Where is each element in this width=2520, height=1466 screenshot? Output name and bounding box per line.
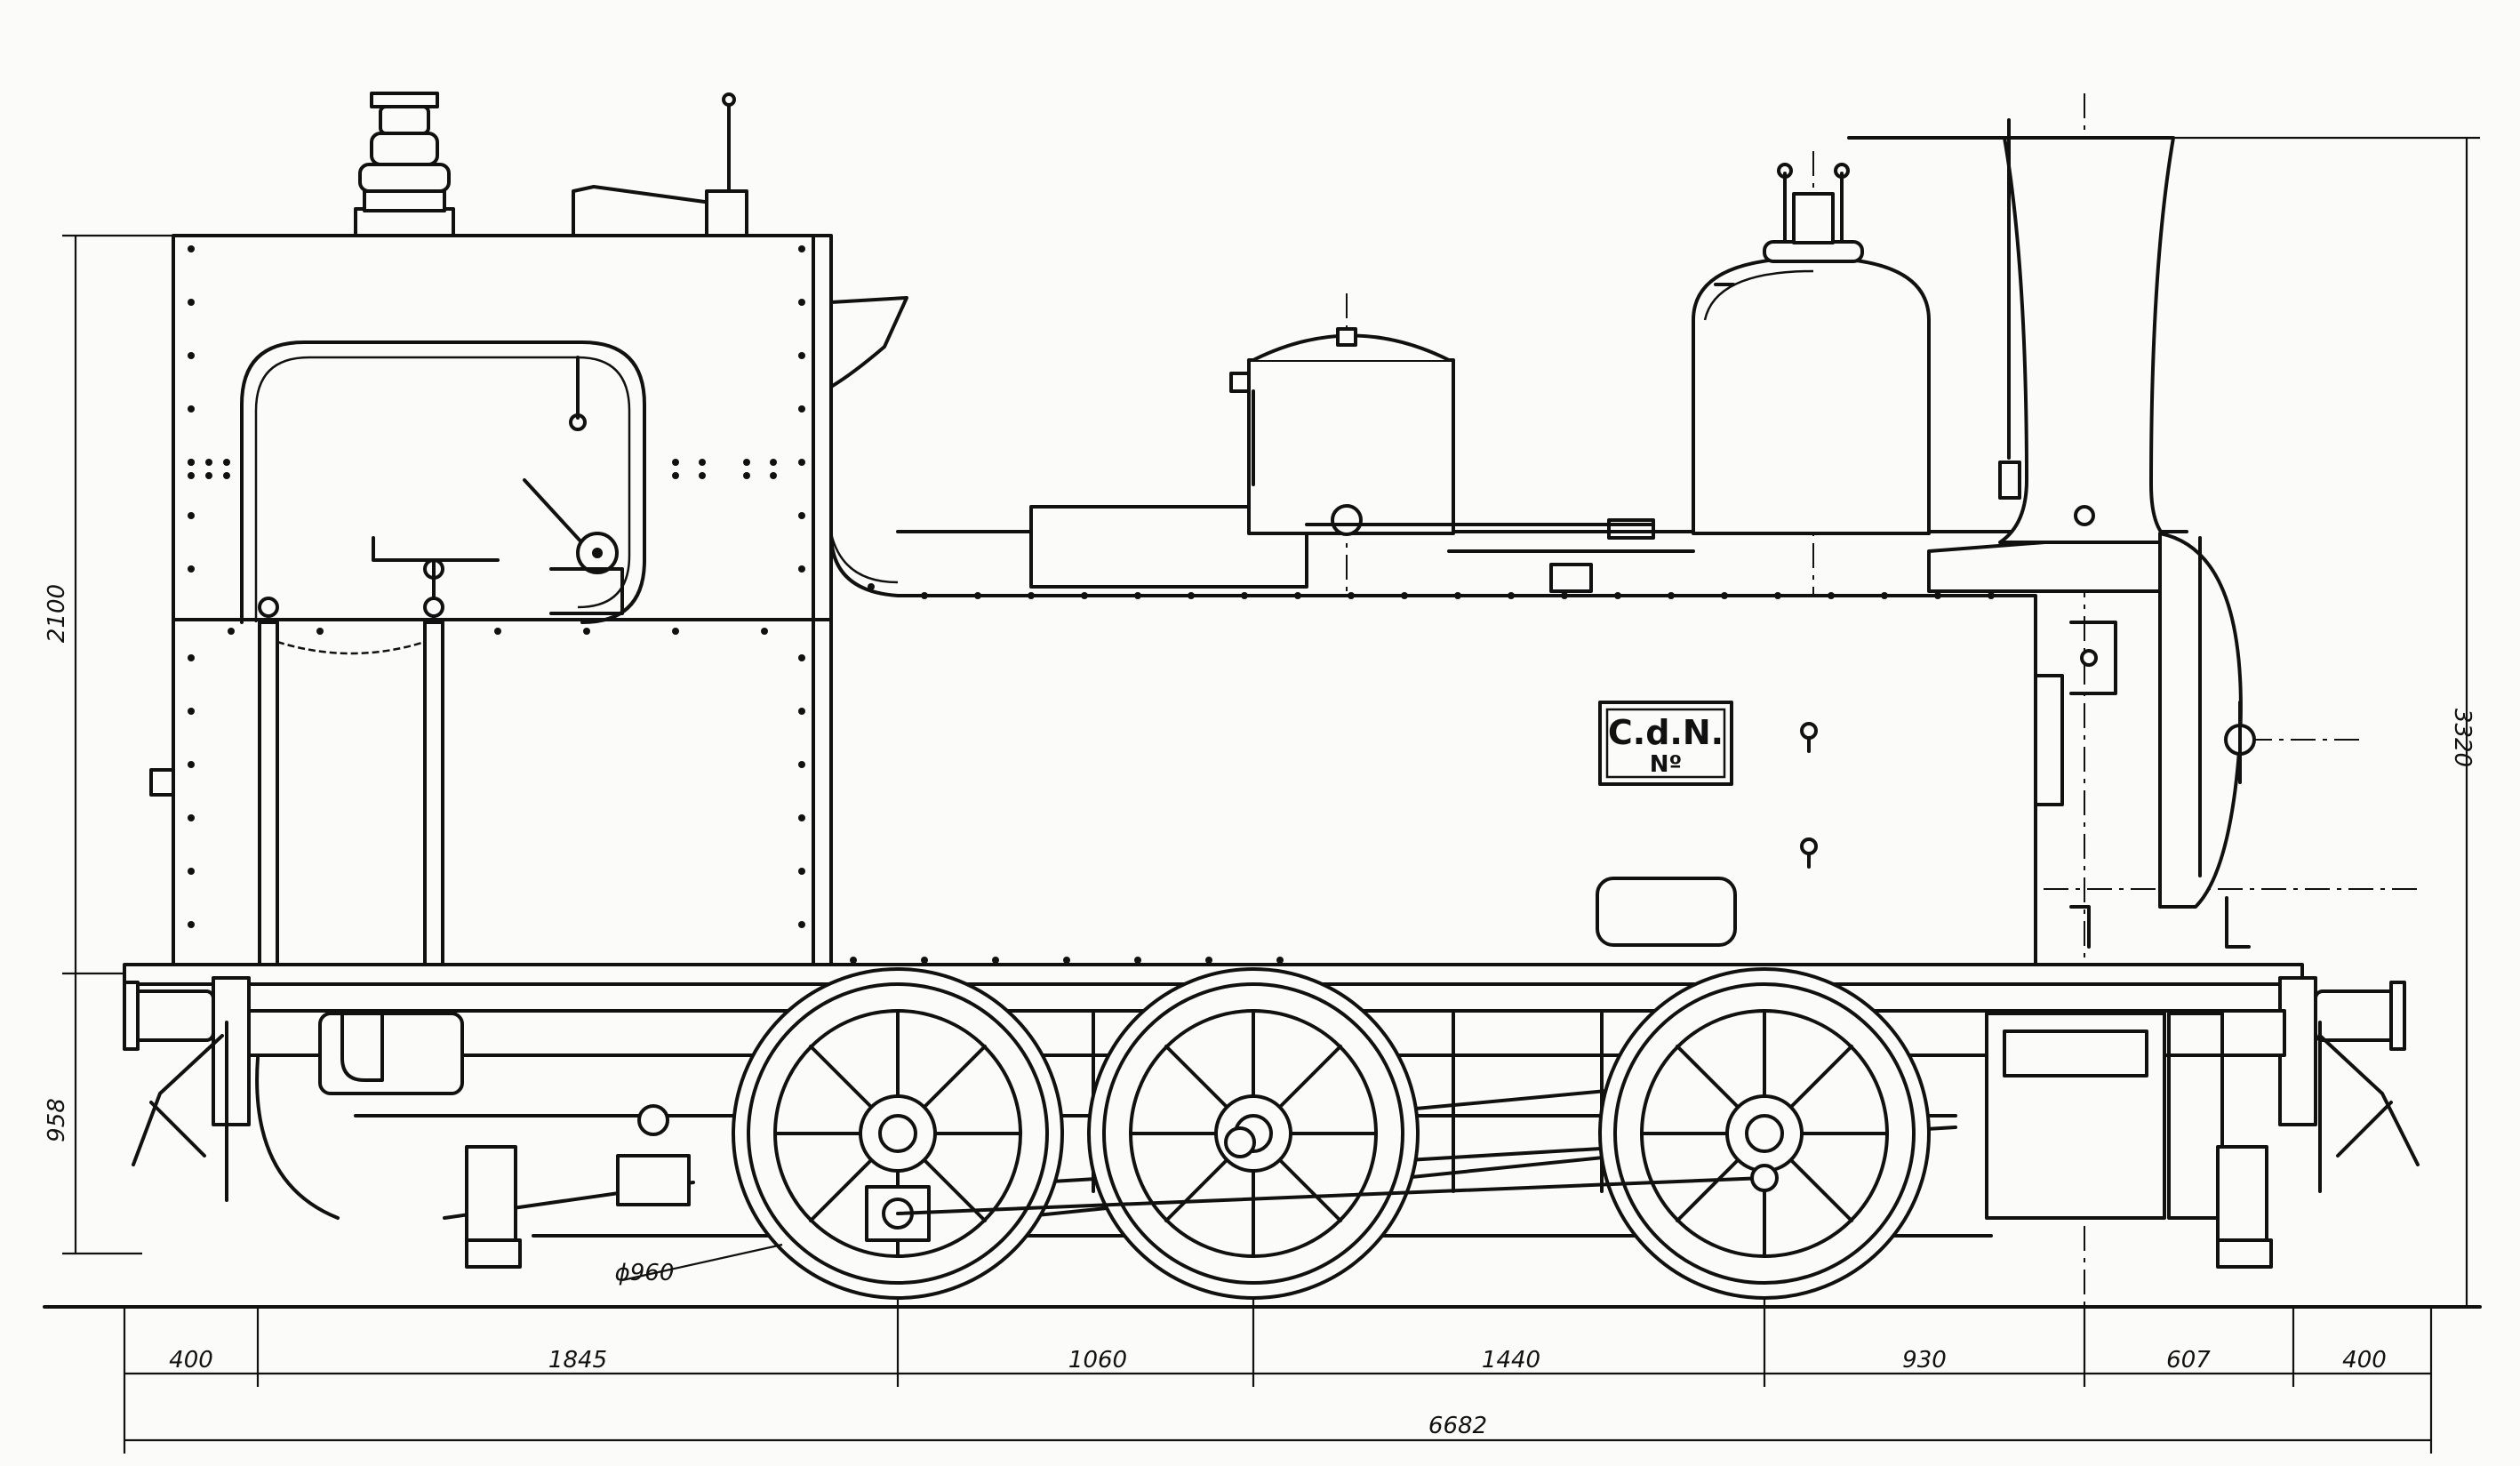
steam-dome bbox=[1692, 256, 1931, 535]
dim-spacing-4: 930 bbox=[1902, 1347, 1947, 1374]
wheel-3 bbox=[1598, 967, 1931, 1300]
dim-spacing-1: 1845 bbox=[548, 1347, 607, 1374]
plate-line-1: C.d.N. bbox=[1608, 713, 1724, 752]
wheel-2 bbox=[1087, 967, 1420, 1300]
whistle-fitting bbox=[354, 92, 455, 237]
number-plate: C.d.N. Nº bbox=[1598, 701, 1733, 786]
chimney bbox=[1998, 136, 2175, 544]
coupling-rod bbox=[896, 1176, 1766, 1215]
safety-valve bbox=[572, 92, 748, 237]
dim-height-buffer: 958 bbox=[44, 1098, 70, 1142]
dimension-labels: 2100 958 3320 ϕ960 400 1845 1060 1440 93… bbox=[44, 584, 2476, 1439]
cylinder bbox=[1985, 1012, 2166, 1220]
dimension-lines bbox=[62, 136, 2480, 1454]
dim-spacing-3: 1440 bbox=[1482, 1347, 1540, 1374]
boiler-top bbox=[896, 118, 2256, 949]
side-tank bbox=[829, 532, 2064, 966]
dim-height-cab: 2100 bbox=[44, 584, 70, 643]
wheel-1 bbox=[732, 967, 1064, 1300]
dim-height-total: 3320 bbox=[2449, 709, 2476, 767]
dim-overall-length: 6682 bbox=[1428, 1413, 1487, 1439]
dim-spacing-5: 607 bbox=[2166, 1347, 2211, 1374]
dim-wheel-diameter: ϕ960 bbox=[615, 1260, 675, 1286]
dim-spacing-6: 400 bbox=[2342, 1347, 2387, 1374]
tool-box bbox=[1029, 505, 1308, 589]
couplings bbox=[132, 1021, 2420, 1202]
cab bbox=[149, 234, 833, 975]
dim-spacing-0: 400 bbox=[169, 1347, 213, 1374]
coal-chute bbox=[829, 296, 908, 389]
lubricator-icon bbox=[1331, 504, 1363, 536]
plate-line-2: Nº bbox=[1650, 751, 1682, 778]
dim-spacing-2: 1060 bbox=[1068, 1347, 1127, 1374]
